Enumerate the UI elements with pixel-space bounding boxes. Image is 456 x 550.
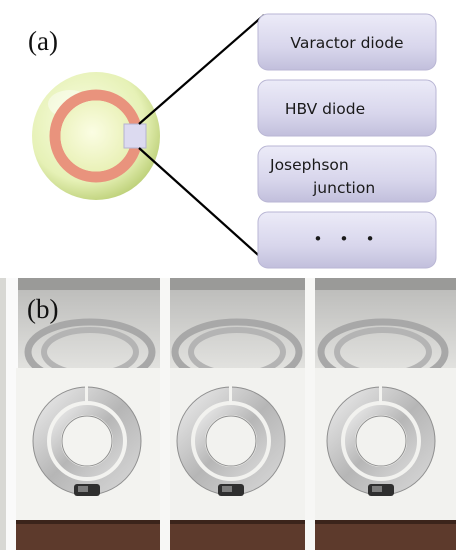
element-box-hbv: HBV diode [257, 79, 437, 137]
gap-element [123, 123, 147, 149]
separator [6, 278, 18, 550]
back-row-shadow [16, 278, 456, 290]
box-label-line2: junction [312, 179, 375, 197]
panel-a-label: (a) [28, 26, 58, 56]
box-background [257, 79, 437, 137]
element-box-varactor: Varactor diode [257, 13, 437, 71]
pcb-edge [16, 520, 456, 524]
separator [305, 278, 315, 550]
soldered-elements [74, 484, 394, 496]
zoom-line-bottom [138, 147, 267, 263]
box-label: Varactor diode [290, 34, 403, 52]
ring-gaps [85, 386, 382, 404]
box-background [257, 13, 437, 71]
box-background [257, 211, 437, 269]
ring-interior [60, 100, 132, 172]
sphere-metamolecule [32, 72, 160, 200]
element-box-more: • • • [257, 211, 437, 269]
separator [160, 520, 170, 550]
panel-b-label: (b) [27, 294, 58, 324]
panel-b-photo: (b) [0, 278, 456, 550]
separator [160, 278, 170, 550]
panel-a: (a) Varactor diode HBV diode Josephson j… [28, 13, 437, 269]
box-label: • • • [313, 230, 380, 248]
zoom-line-top [138, 14, 265, 125]
box-label-line1: Josephson [269, 156, 349, 174]
element-box-josephson: Josephson junction [257, 145, 437, 203]
box-background [257, 145, 437, 203]
pcb-base [16, 520, 456, 550]
box-label: HBV diode [285, 100, 365, 118]
separator [305, 520, 315, 550]
